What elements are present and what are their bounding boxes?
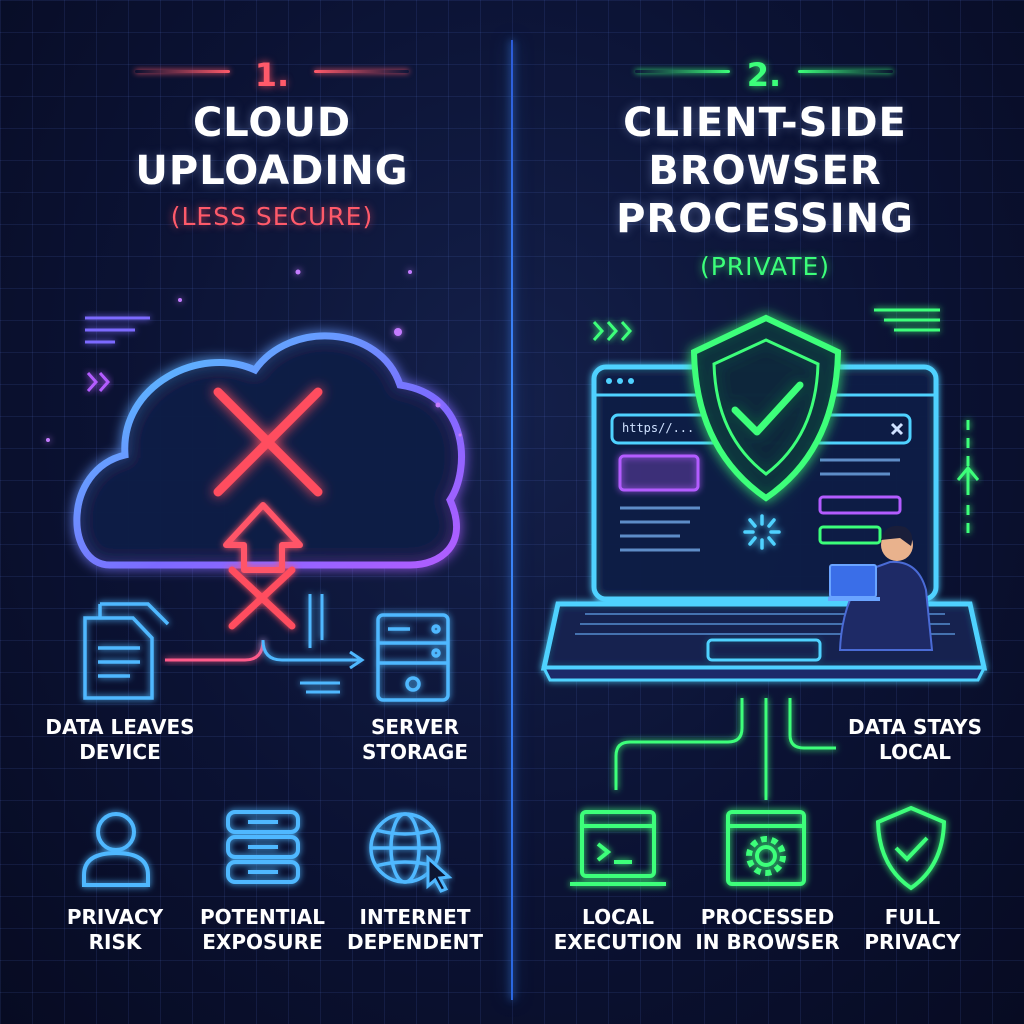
step-number: 1. bbox=[254, 56, 290, 94]
step-number: 2. bbox=[746, 56, 782, 94]
page-title-line: UPLOADING bbox=[135, 148, 409, 194]
center-divider bbox=[511, 40, 513, 1000]
processed-in-browser-label: IN BROWSER bbox=[695, 930, 840, 954]
data-leaves-label: DATA LEAVES bbox=[45, 715, 195, 739]
data-leaves-label: DEVICE bbox=[79, 740, 161, 764]
sparkles bbox=[46, 269, 462, 442]
heading-rule bbox=[135, 70, 230, 73]
subtitle: (PRIVATE) bbox=[699, 252, 831, 281]
chevrons-icon bbox=[592, 321, 633, 341]
close-icon bbox=[890, 422, 904, 436]
potential-exposure-label: EXPOSURE bbox=[202, 930, 323, 954]
decorative-lines bbox=[85, 316, 150, 344]
local-execution-label: EXECUTION bbox=[553, 930, 683, 954]
heading-rule bbox=[798, 70, 893, 73]
server-storage-label: SERVER bbox=[370, 715, 459, 739]
processed-in-browser-label: PROCESSED bbox=[700, 905, 835, 929]
x-icon bbox=[213, 387, 323, 497]
cursor-icon bbox=[426, 854, 453, 893]
heading-rule bbox=[635, 70, 730, 73]
server-storage-label: STORAGE bbox=[361, 740, 468, 764]
heading-rule bbox=[314, 70, 409, 73]
person-icon bbox=[828, 525, 934, 651]
database-icon bbox=[226, 810, 300, 884]
internet-dependent-label: INTERNET bbox=[359, 905, 471, 929]
gear-icon bbox=[726, 810, 806, 886]
potential-exposure-label: POTENTIAL bbox=[199, 905, 325, 929]
server-icon bbox=[376, 613, 450, 702]
privacy-risk-label: RISK bbox=[88, 930, 142, 954]
full-privacy-label: PRIVACY bbox=[864, 930, 961, 954]
data-stays-local-label: LOCAL bbox=[879, 740, 951, 764]
page-title-line: BROWSER bbox=[648, 148, 882, 194]
shield-icon bbox=[875, 805, 947, 891]
globe-icon bbox=[369, 812, 441, 884]
chevrons-icon bbox=[86, 372, 111, 392]
up-arrow-icon bbox=[956, 465, 980, 495]
page-title-line: CLOUD bbox=[192, 100, 352, 146]
data-stays-local-label: DATA STAYS bbox=[847, 715, 982, 739]
spinner-icon bbox=[743, 514, 781, 550]
page-title-line: CLIENT-SIDE bbox=[623, 100, 907, 146]
cloud-icon bbox=[73, 332, 465, 569]
browser-url: https//... bbox=[622, 421, 695, 435]
full-privacy-label: FULL bbox=[884, 905, 941, 929]
upload-arrow-icon bbox=[223, 502, 303, 573]
subtitle: (LESS SECURE) bbox=[170, 202, 374, 231]
decorative-lines bbox=[874, 308, 970, 533]
document-icon bbox=[83, 602, 170, 700]
local-execution-label: LOCAL bbox=[582, 905, 654, 929]
internet-dependent-label: DEPENDENT bbox=[347, 930, 483, 954]
privacy-risk-label: PRIVACY bbox=[66, 905, 164, 929]
user-icon bbox=[82, 812, 150, 887]
terminal-icon bbox=[570, 810, 666, 886]
x-icon bbox=[228, 566, 296, 630]
page-title-line: PROCESSING bbox=[616, 196, 914, 242]
shield-check-icon bbox=[690, 314, 842, 502]
